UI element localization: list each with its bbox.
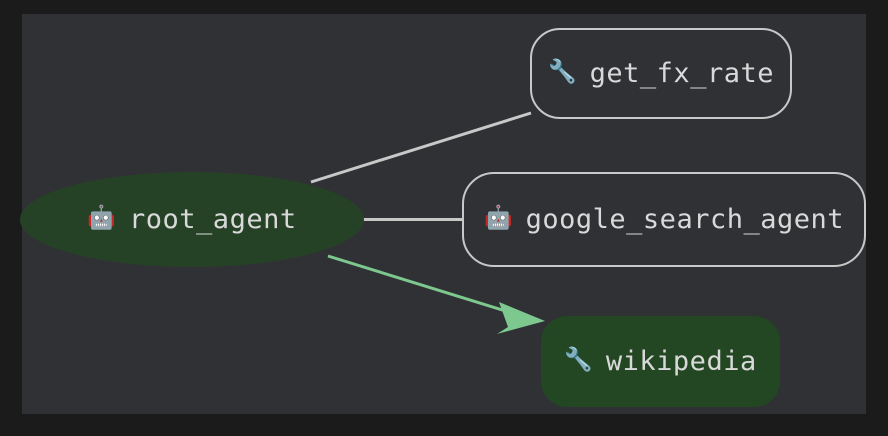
- node-label-row: 🤖 google_search_agent: [484, 206, 844, 233]
- graph-node-root-agent[interactable]: 🤖 root_agent: [20, 172, 364, 267]
- node-label-get-fx-rate: get_fx_rate: [589, 58, 774, 89]
- node-label-wikipedia: wikipedia: [605, 346, 757, 377]
- wrench-icon: 🔧: [548, 59, 577, 85]
- node-label-google-search-agent: google_search_agent: [525, 204, 844, 235]
- node-label-row: 🔧 get_fx_rate: [548, 60, 774, 87]
- robot-icon: 🤖: [87, 205, 117, 231]
- wrench-icon: 🔧: [564, 347, 593, 373]
- robot-icon: 🤖: [484, 205, 513, 231]
- graph-node-wikipedia[interactable]: 🔧 wikipedia: [541, 316, 780, 407]
- node-label-row: 🔧 wikipedia: [564, 348, 756, 375]
- node-label-root-agent: root_agent: [129, 204, 297, 235]
- graph-node-get-fx-rate[interactable]: 🔧 get_fx_rate: [530, 28, 792, 119]
- node-label-row: 🤖 root_agent: [87, 206, 296, 233]
- graph-node-google-search-agent[interactable]: 🤖 google_search_agent: [462, 172, 866, 267]
